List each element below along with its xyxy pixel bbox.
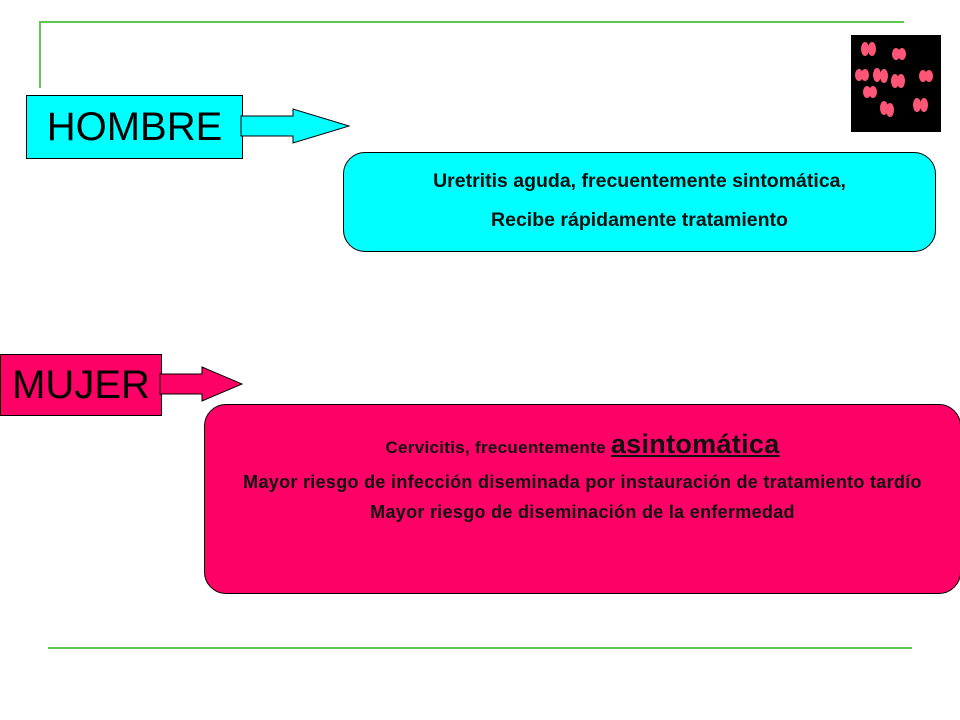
mujer-description-box: Cervicitis, frecuentemente asintomática … [204, 404, 960, 594]
frame-top-line [39, 21, 904, 23]
mujer-line-2: Mayor riesgo de infección diseminada por… [243, 472, 922, 492]
hombre-arrow-icon [240, 108, 351, 144]
mujer-line-1-prefix: Cervicitis, frecuentemente [385, 438, 611, 457]
mujer-label-text: MUJER [12, 362, 150, 407]
hombre-label-text: HOMBRE [46, 104, 223, 149]
mujer-line-1-emphasis: asintomática [610, 429, 780, 459]
frame-bottom-line [48, 647, 912, 649]
hombre-line-2: Recibe rápidamente tratamiento [491, 209, 788, 231]
mujer-line-3: Mayor riesgo de diseminación de la enfer… [370, 502, 795, 522]
hombre-line-1: Uretritis aguda, frecuentemente sintomát… [433, 170, 846, 192]
mujer-label: MUJER [0, 354, 162, 416]
hombre-label: HOMBRE [26, 95, 243, 159]
frame-left-line [39, 21, 41, 88]
mujer-arrow-icon [159, 366, 244, 402]
bacteria-micrograph-icon [851, 35, 941, 132]
mujer-line-1: Cervicitis, frecuentemente asintomática [205, 429, 960, 460]
hombre-description-box: Uretritis aguda, frecuentemente sintomát… [343, 152, 936, 252]
